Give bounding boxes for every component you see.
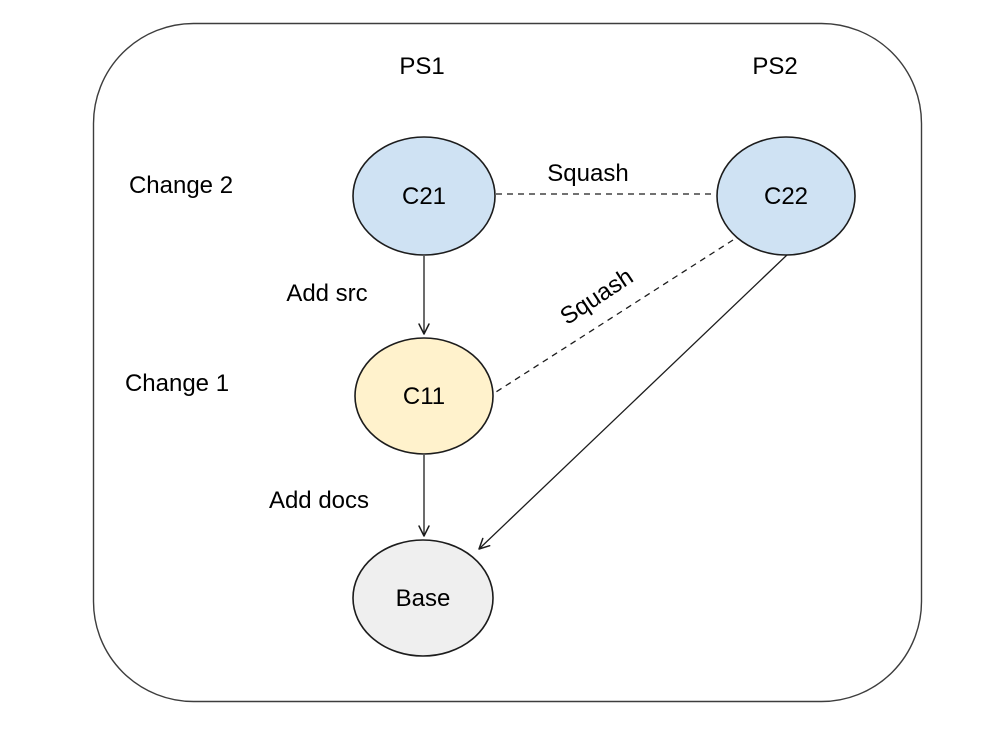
node-label-c22: C22 (764, 183, 808, 210)
edge-c22-base (478, 253, 789, 550)
row-label-change-1: Change 1 (125, 370, 229, 397)
edge-label-squash-diagonal: Squash (555, 263, 638, 330)
node-c22 (716, 136, 856, 256)
node-label-c11: C11 (403, 383, 445, 410)
edge-label-squash-top: Squash (547, 160, 628, 187)
edge-squash-c22-c11 (495, 239, 734, 393)
edge-label-add-docs: Add docs (269, 487, 369, 514)
diagram-boundary (92, 22, 923, 703)
node-c11 (354, 337, 494, 455)
node-label-c21: C21 (402, 183, 446, 210)
node-c21 (352, 136, 496, 256)
row-label-change-2: Change 2 (129, 172, 233, 199)
node-base (352, 539, 494, 657)
node-label-base: Base (396, 585, 451, 612)
edge-label-add-src: Add src (286, 280, 367, 307)
column-label-ps1: PS1 (399, 53, 444, 80)
column-label-ps2: PS2 (752, 53, 797, 80)
